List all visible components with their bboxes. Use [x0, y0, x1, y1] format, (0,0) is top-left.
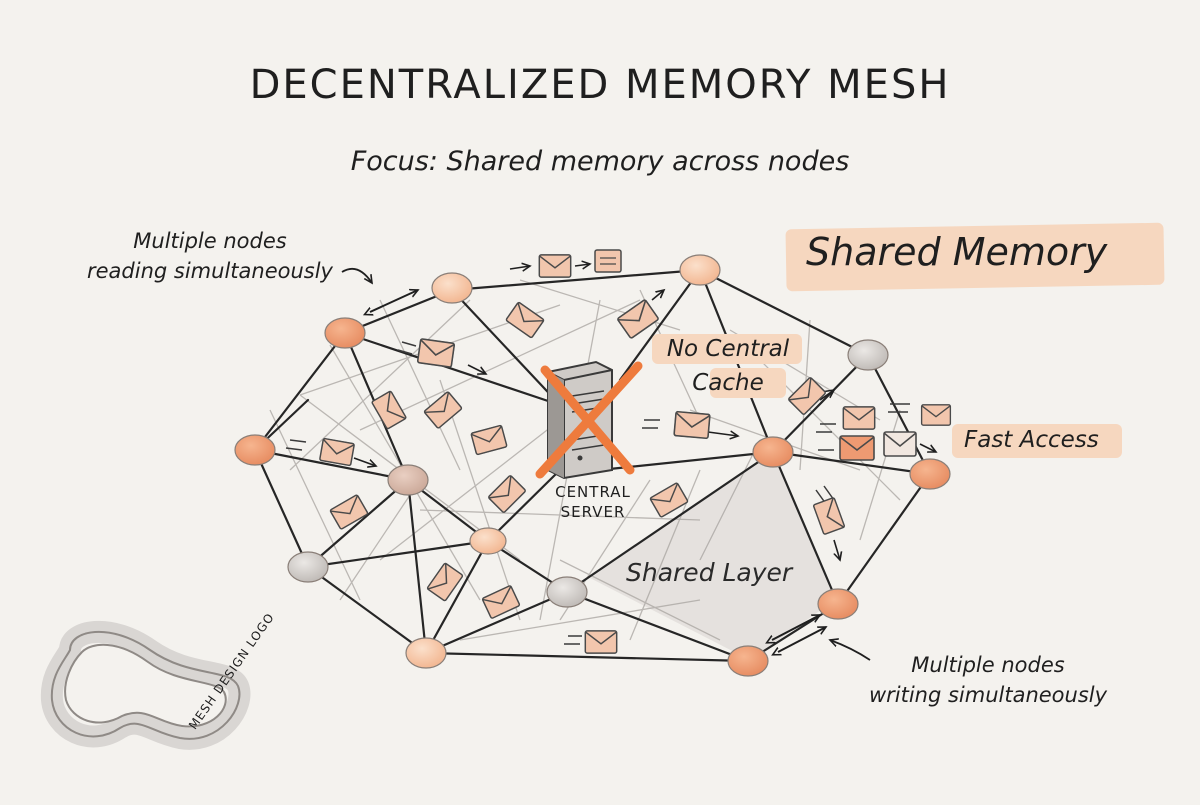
- reading-note-line2: reading simultaneously: [87, 259, 333, 283]
- mesh-node: [234, 434, 276, 466]
- callout-arrow: [341, 267, 372, 283]
- no-central-cache-label: No Central Cache: [658, 332, 798, 400]
- writing-note-line2: writing simultaneously: [868, 683, 1108, 707]
- fast-access-highlight: [952, 424, 1122, 458]
- mesh-node: [405, 637, 447, 669]
- mesh-node: [287, 551, 329, 583]
- mesh-nodes: [234, 254, 951, 677]
- envelope-icon: [842, 406, 876, 430]
- envelope-icon: [673, 410, 711, 440]
- page-title: DECENTRALIZED MEMORY MESH: [249, 62, 951, 108]
- mesh-node: [679, 254, 721, 286]
- mesh-node: [847, 339, 889, 371]
- no-central-line1: No Central: [666, 336, 790, 362]
- mesh-node: [324, 317, 366, 349]
- envelope-icon: [883, 431, 917, 457]
- mesh-node: [909, 458, 951, 490]
- mesh-node: [817, 588, 859, 620]
- mesh-node: [469, 527, 507, 555]
- no-central-cache-highlight: [652, 334, 802, 364]
- central-server-label: CENTRAL SERVER: [538, 482, 648, 522]
- fast-access-label: Fast Access: [964, 427, 1099, 453]
- mesh-logo-icon: [40, 620, 251, 750]
- mesh-node: [727, 645, 769, 677]
- envelope-icon: [470, 424, 508, 456]
- mesh-node: [431, 272, 473, 304]
- envelope-icon: [329, 493, 369, 531]
- callout-arrow: [830, 640, 871, 661]
- envelope-icon: [839, 435, 875, 461]
- envelope-icon: [584, 630, 618, 654]
- cross-icon: [535, 361, 643, 479]
- motion-arrows: [353, 264, 936, 560]
- central-server-line1: CENTRAL: [555, 483, 631, 501]
- page-subtitle: Focus: Shared memory across nodes: [350, 146, 850, 177]
- envelope-icon: [594, 249, 622, 273]
- writing-note-line1: Multiple nodes: [911, 653, 1065, 677]
- shared-memory-label: Shared Memory: [806, 230, 1108, 274]
- envelope-icon: [616, 298, 660, 340]
- writing-note: Multiple nodes writing simultaneously: [838, 650, 1138, 710]
- envelope-icon: [505, 301, 545, 339]
- mesh-node: [752, 436, 794, 468]
- envelope-icon: [318, 437, 356, 467]
- double-arrow-icon: [772, 614, 826, 652]
- reading-note-line1: Multiple nodes: [133, 229, 287, 253]
- no-central-cache-highlight: [710, 368, 786, 398]
- central-server-line2: SERVER: [560, 503, 626, 521]
- envelope-icon: [487, 474, 527, 514]
- envelope-icon: [812, 496, 846, 536]
- envelope-icon: [416, 337, 456, 369]
- envelope-icon: [920, 404, 952, 426]
- double-arrow-icon: [370, 290, 418, 312]
- mesh-node: [387, 464, 429, 496]
- speed-lines: [285, 261, 910, 645]
- envelope-icon: [538, 254, 572, 278]
- mesh-node: [546, 576, 588, 608]
- shared-layer-label: Shared Layer: [626, 558, 793, 587]
- reading-note: Multiple nodes reading simultaneously: [60, 226, 360, 286]
- no-central-line2: Cache: [692, 370, 764, 396]
